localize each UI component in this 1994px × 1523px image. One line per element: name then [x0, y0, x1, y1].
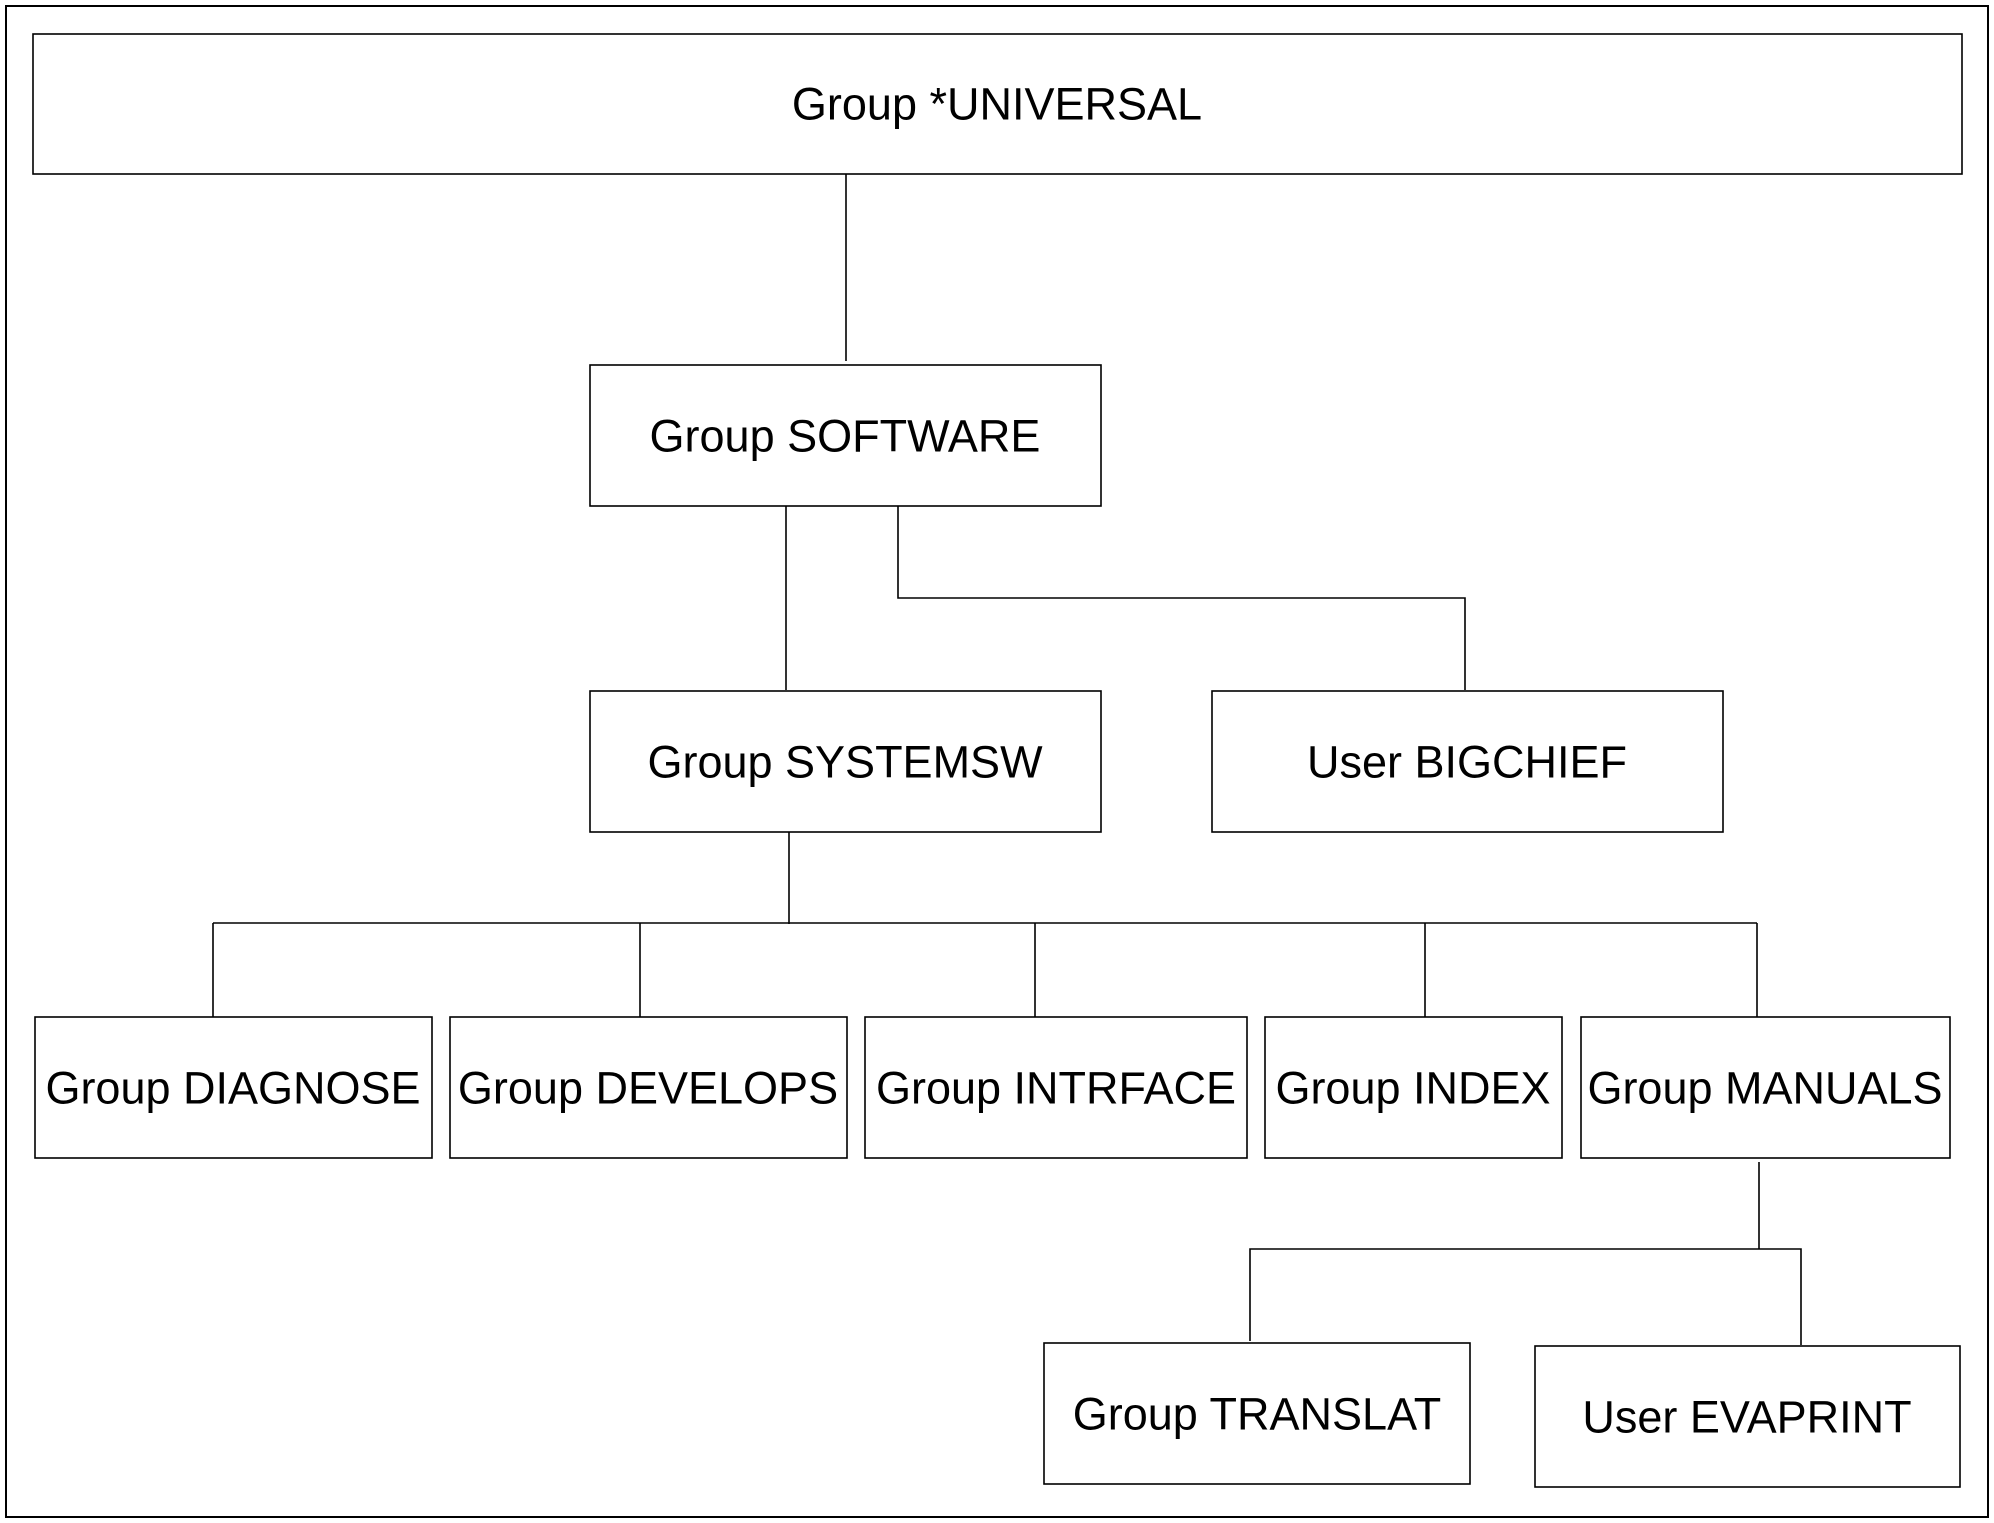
node-systemsw: Group SYSTEMSW: [589, 690, 1102, 833]
node-label: Group TRANSLAT: [1073, 1389, 1441, 1440]
node-software: Group SOFTWARE: [589, 364, 1102, 507]
diagram-frame: [5, 5, 1989, 1518]
node-label: Group DIAGNOSE: [45, 1063, 420, 1114]
node-label: Group INDEX: [1275, 1063, 1550, 1114]
node-label: Group SYSTEMSW: [647, 737, 1043, 788]
node-label: User EVAPRINT: [1582, 1392, 1911, 1443]
edge-software-bigchief: [897, 506, 1466, 690]
node-label: Group INTRFACE: [876, 1063, 1236, 1114]
node-label: User BIGCHIEF: [1307, 737, 1627, 788]
node-intrface: Group INTRFACE: [864, 1016, 1248, 1159]
node-develops: Group DEVELOPS: [449, 1016, 848, 1159]
node-translat: Group TRANSLAT: [1043, 1342, 1471, 1485]
node-label: Group DEVELOPS: [458, 1063, 838, 1114]
node-bigchief: User BIGCHIEF: [1211, 690, 1724, 833]
node-label: Group SOFTWARE: [650, 411, 1041, 462]
node-label: Group MANUALS: [1587, 1063, 1942, 1114]
node-index: Group INDEX: [1264, 1016, 1563, 1159]
node-evaprint: User EVAPRINT: [1534, 1345, 1961, 1488]
edge-manuals-translat: [1249, 1248, 1802, 1345]
node-label: Group *UNIVERSAL: [792, 79, 1202, 130]
node-manuals: Group MANUALS: [1580, 1016, 1951, 1159]
node-diagnose: Group DIAGNOSE: [34, 1016, 433, 1159]
connectors: [212, 174, 1802, 1345]
node-universal: Group *UNIVERSAL: [32, 33, 1963, 175]
